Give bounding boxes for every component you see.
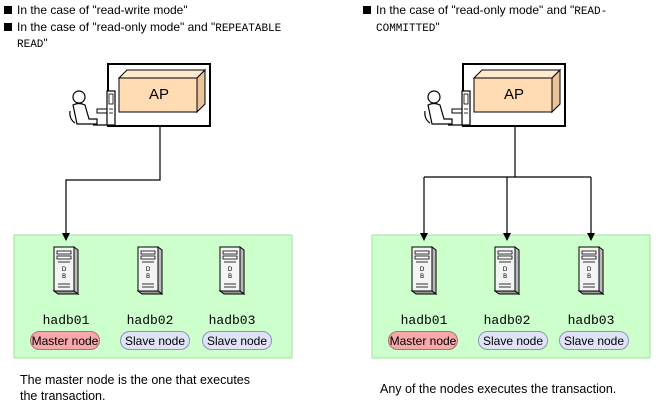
right-server-icon-2	[494, 246, 520, 295]
left-server-icon-1	[53, 246, 79, 295]
left-caption-line-2: the transaction.	[20, 389, 106, 403]
left-node-2-host: hadb02	[126, 313, 174, 328]
right-node-2-host: hadb02	[483, 313, 531, 328]
right-ap-label: AP	[504, 86, 525, 103]
right-slave-node-badge-2: Slave node	[559, 331, 629, 350]
left-node-3-host: hadb03	[208, 313, 256, 328]
left-ap-label: AP	[149, 86, 170, 103]
left-slave-node-badge-1: Slave node	[120, 331, 190, 350]
bullet-square-icon	[363, 6, 371, 14]
left-slave-node-badge-2: Slave node	[202, 331, 272, 350]
right-user-icon	[424, 90, 471, 126]
right-node-3-host: hadb03	[567, 313, 615, 328]
right-node-1-host: hadb01	[400, 313, 448, 328]
left-user-icon	[69, 90, 116, 126]
right-caption: Any of the nodes executes the transactio…	[380, 382, 617, 396]
left-node-1-host: hadb01	[42, 313, 90, 328]
left-arrow	[62, 126, 161, 241]
right-note-1: In the case of "read-only mode" and "REA…	[363, 3, 607, 20]
left-note-2-cont: READ"	[17, 36, 48, 51]
left-master-node-badge: Master node	[30, 331, 100, 350]
bullet-square-icon	[4, 6, 12, 14]
left-server-icon-2	[137, 246, 163, 295]
left-server-icon-3	[219, 246, 245, 295]
left-note-1: In the case of "read-write mode"	[4, 3, 188, 18]
bullet-square-icon	[4, 23, 12, 31]
left-caption-line-1: The master node is the one that executes	[20, 373, 250, 387]
right-master-node-badge: Master node	[388, 331, 458, 350]
right-note-1-cont: COMMITTED"	[376, 20, 440, 35]
right-slave-node-badge-1: Slave node	[478, 331, 548, 350]
left-note-2: In the case of "read-only mode" and "REP…	[4, 20, 281, 37]
right-server-icon-1	[411, 246, 437, 295]
right-server-icon-3	[578, 246, 604, 295]
